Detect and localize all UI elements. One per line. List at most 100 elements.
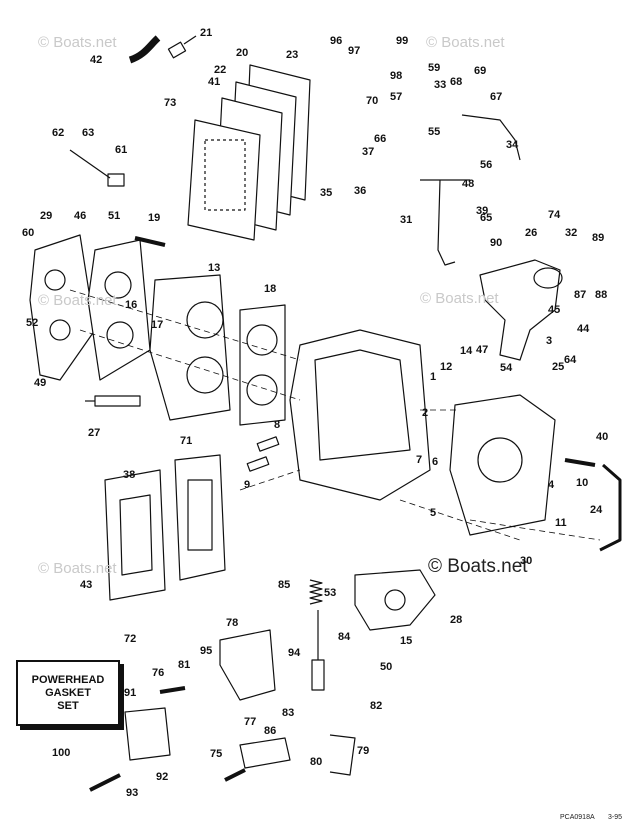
callout-number: 81 xyxy=(178,659,191,671)
callout-number: 62 xyxy=(52,127,65,139)
callout-number: 78 xyxy=(226,617,239,629)
kit-label-line: POWERHEAD xyxy=(31,673,105,686)
callout-number: 57 xyxy=(390,91,403,103)
callout-number: 19 xyxy=(148,212,161,224)
callout-number: 96 xyxy=(330,35,343,47)
watermark: © Boats.net xyxy=(38,292,117,309)
callout-number: 95 xyxy=(200,645,213,657)
callout-number: 12 xyxy=(440,361,453,373)
callout-number: 99 xyxy=(396,35,409,47)
callout-number: 51 xyxy=(108,210,121,222)
callout-number: 97 xyxy=(348,45,361,57)
callout-number: 92 xyxy=(156,771,169,783)
thermostat-housing-part xyxy=(354,569,436,631)
callout-number: 83 xyxy=(282,707,295,719)
alignment-lines xyxy=(69,289,601,541)
callout-number: 20 xyxy=(236,47,249,59)
callout-number: 4 xyxy=(548,479,555,491)
link-rod-part xyxy=(461,114,521,161)
callout-number: 34 xyxy=(506,139,519,151)
callout-number: 18 xyxy=(264,283,277,295)
callout-number: 13 xyxy=(208,262,221,274)
callout-number: 54 xyxy=(500,362,513,374)
watermark: © Boats.net xyxy=(38,34,117,51)
callout-number: 65 xyxy=(480,212,493,224)
dowel-pins xyxy=(246,436,280,472)
valve-spring-part xyxy=(309,579,325,691)
watermark: © Boats.net xyxy=(38,560,117,577)
callout-number: 37 xyxy=(362,146,375,158)
callout-number: 38 xyxy=(123,469,136,481)
callout-number: 55 xyxy=(428,126,441,138)
callout-number: 90 xyxy=(490,237,503,249)
lower-bracket-part xyxy=(239,734,356,776)
callout-number: 39 xyxy=(476,205,489,217)
callout-number: 52 xyxy=(26,317,39,329)
sensor-cover-part xyxy=(124,707,171,761)
callout-number: 35 xyxy=(320,187,333,199)
callout-number: 53 xyxy=(324,587,337,599)
callout-number: 6 xyxy=(432,456,439,468)
callout-number: 49 xyxy=(34,377,47,389)
head-gasket-part xyxy=(87,239,151,381)
callout-number: 86 xyxy=(264,725,277,737)
callout-number: 61 xyxy=(115,144,128,156)
callout-number: 33 xyxy=(434,79,447,91)
bracket-part xyxy=(479,259,563,361)
callout-number: 16 xyxy=(125,299,138,311)
callout-number: 25 xyxy=(552,361,565,373)
callout-number: 56 xyxy=(480,159,493,171)
callout-number: 74 xyxy=(548,209,561,221)
callout-number: 29 xyxy=(40,210,53,222)
callout-number: 17 xyxy=(151,319,164,331)
callout-number: 84 xyxy=(338,631,351,643)
hose-part xyxy=(128,35,161,64)
callout-number: 67 xyxy=(490,91,503,103)
callout-number: 14 xyxy=(460,345,473,357)
callout-number: 5 xyxy=(430,507,437,519)
callout-number: 24 xyxy=(590,504,603,516)
callout-number: 15 xyxy=(400,635,413,647)
callout-number: 98 xyxy=(390,70,403,82)
powerhead-gasket-set-box: POWERHEAD GASKET SET xyxy=(16,660,120,726)
shaft-part xyxy=(420,179,470,266)
mount-bracket-part xyxy=(219,629,276,701)
callout-number: 3 xyxy=(546,335,553,347)
callout-number: 40 xyxy=(596,431,609,443)
exhaust-cover-stack xyxy=(187,64,311,241)
callout-number: 80 xyxy=(310,756,323,768)
callout-number: 10 xyxy=(576,477,589,489)
callout-number: 9 xyxy=(244,479,251,491)
callout-number: 30 xyxy=(520,555,533,567)
cylinder-gasket-part xyxy=(239,304,286,426)
bypass-hose-part xyxy=(599,463,622,552)
callout-number: 45 xyxy=(548,304,561,316)
callout-number: 2 xyxy=(422,407,429,419)
callout-number: 63 xyxy=(82,127,95,139)
cylinder-block-part xyxy=(289,329,431,501)
callout-number: 69 xyxy=(474,65,487,77)
callout-number: 7 xyxy=(416,454,423,466)
callout-number: 22 xyxy=(214,64,227,76)
callout-number: 66 xyxy=(374,133,387,145)
diagram-date: 3-95 xyxy=(608,814,623,821)
brand-watermark: © Boats.net xyxy=(428,556,528,577)
cylinder-head-part xyxy=(149,274,231,421)
watermark: © Boats.net xyxy=(420,290,499,307)
watermark: © Boats.net xyxy=(426,34,505,51)
kit-label-line: SET xyxy=(57,699,79,712)
sensor-part xyxy=(69,149,125,187)
callout-number: 79 xyxy=(357,745,370,757)
callout-number: 73 xyxy=(164,97,177,109)
callout-number: 77 xyxy=(244,716,257,728)
callout-number: 93 xyxy=(126,787,139,799)
callout-number: 85 xyxy=(278,579,291,591)
fitting-part xyxy=(167,35,197,59)
callout-number: 50 xyxy=(380,661,393,673)
callout-number: 42 xyxy=(90,54,103,66)
callout-number: 100 xyxy=(52,747,71,759)
callout-number: 23 xyxy=(286,49,299,61)
callout-number: 28 xyxy=(450,614,463,626)
callout-number: 11 xyxy=(555,517,567,529)
